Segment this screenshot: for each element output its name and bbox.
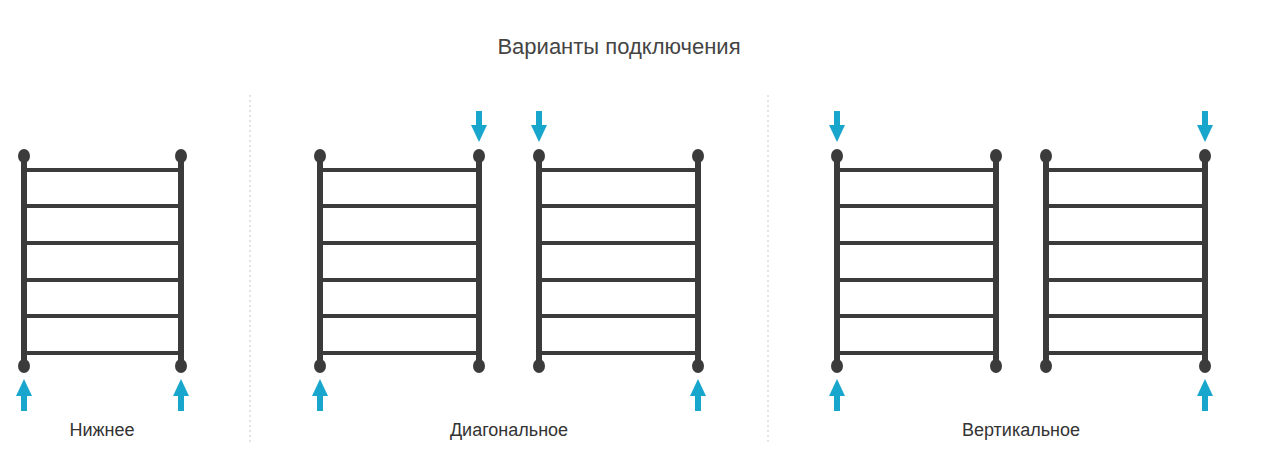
post-cap xyxy=(831,149,843,163)
rail-bar xyxy=(539,168,698,172)
post-cap xyxy=(175,149,187,163)
rail-bar xyxy=(24,168,181,172)
post-cap xyxy=(473,359,485,373)
rail-post xyxy=(178,155,184,367)
rail-bar xyxy=(320,314,479,318)
connection-type-label: Диагональное xyxy=(450,420,568,441)
rail-bar xyxy=(320,351,479,355)
separator xyxy=(768,95,769,445)
flow-arrow xyxy=(173,379,189,411)
rail-bar xyxy=(1046,278,1205,282)
connection-type-label: Вертикальное xyxy=(962,420,1080,441)
rail-post xyxy=(317,155,323,367)
flow-arrow xyxy=(690,379,706,411)
rail-bar xyxy=(320,278,479,282)
post-cap xyxy=(1040,149,1052,163)
post-cap xyxy=(314,359,326,373)
rail-bar xyxy=(24,351,181,355)
diagram-title: Варианты подключения xyxy=(497,34,740,60)
rail-bar xyxy=(1046,351,1205,355)
rail-bar xyxy=(1046,204,1205,208)
separator xyxy=(250,95,251,445)
rail-bar xyxy=(320,168,479,172)
rail-post xyxy=(1043,155,1049,367)
rail-bar xyxy=(1046,241,1205,245)
post-cap xyxy=(1040,359,1052,373)
rail-bar xyxy=(539,278,698,282)
flow-arrow xyxy=(829,379,845,411)
post-cap xyxy=(692,149,704,163)
post-cap xyxy=(692,359,704,373)
rail-bar xyxy=(837,351,996,355)
flow-arrow xyxy=(1197,379,1213,411)
rail-post xyxy=(1202,155,1208,367)
flow-arrow xyxy=(1197,111,1213,142)
rail-bar xyxy=(320,204,479,208)
rail-post xyxy=(993,155,999,367)
towel-rail xyxy=(314,149,485,373)
towel-rail xyxy=(831,149,1002,373)
post-cap xyxy=(175,359,187,373)
rail-bar xyxy=(1046,168,1205,172)
post-cap xyxy=(314,149,326,163)
rail-bar xyxy=(837,204,996,208)
post-cap xyxy=(18,359,30,373)
flow-arrow xyxy=(531,111,547,142)
post-cap xyxy=(990,359,1002,373)
towel-rail xyxy=(533,149,704,373)
flow-arrow xyxy=(829,111,845,142)
post-cap xyxy=(1199,359,1211,373)
post-cap xyxy=(990,149,1002,163)
rail-post xyxy=(695,155,701,367)
rail-bar xyxy=(24,314,181,318)
rail-bar xyxy=(24,278,181,282)
rail-bar xyxy=(1046,314,1205,318)
post-cap xyxy=(473,149,485,163)
rail-post xyxy=(536,155,542,367)
rail-bar xyxy=(539,241,698,245)
rail-bar xyxy=(837,278,996,282)
flow-arrow xyxy=(16,379,32,411)
flow-arrow xyxy=(312,379,328,411)
post-cap xyxy=(18,149,30,163)
rail-bar xyxy=(24,204,181,208)
rail-post xyxy=(476,155,482,367)
rail-bar xyxy=(837,241,996,245)
rail-bar xyxy=(320,241,479,245)
rail-bar xyxy=(539,314,698,318)
post-cap xyxy=(533,149,545,163)
rail-bar xyxy=(837,314,996,318)
rail-bar xyxy=(539,204,698,208)
rail-post xyxy=(21,155,27,367)
post-cap xyxy=(831,359,843,373)
post-cap xyxy=(533,359,545,373)
rail-bar xyxy=(837,168,996,172)
connection-type-label: Нижнее xyxy=(69,420,134,441)
rail-bar xyxy=(24,241,181,245)
flow-arrow xyxy=(471,111,487,142)
towel-rail xyxy=(18,149,187,373)
rail-post xyxy=(834,155,840,367)
towel-rail xyxy=(1040,149,1211,373)
rail-bar xyxy=(539,351,698,355)
post-cap xyxy=(1199,149,1211,163)
